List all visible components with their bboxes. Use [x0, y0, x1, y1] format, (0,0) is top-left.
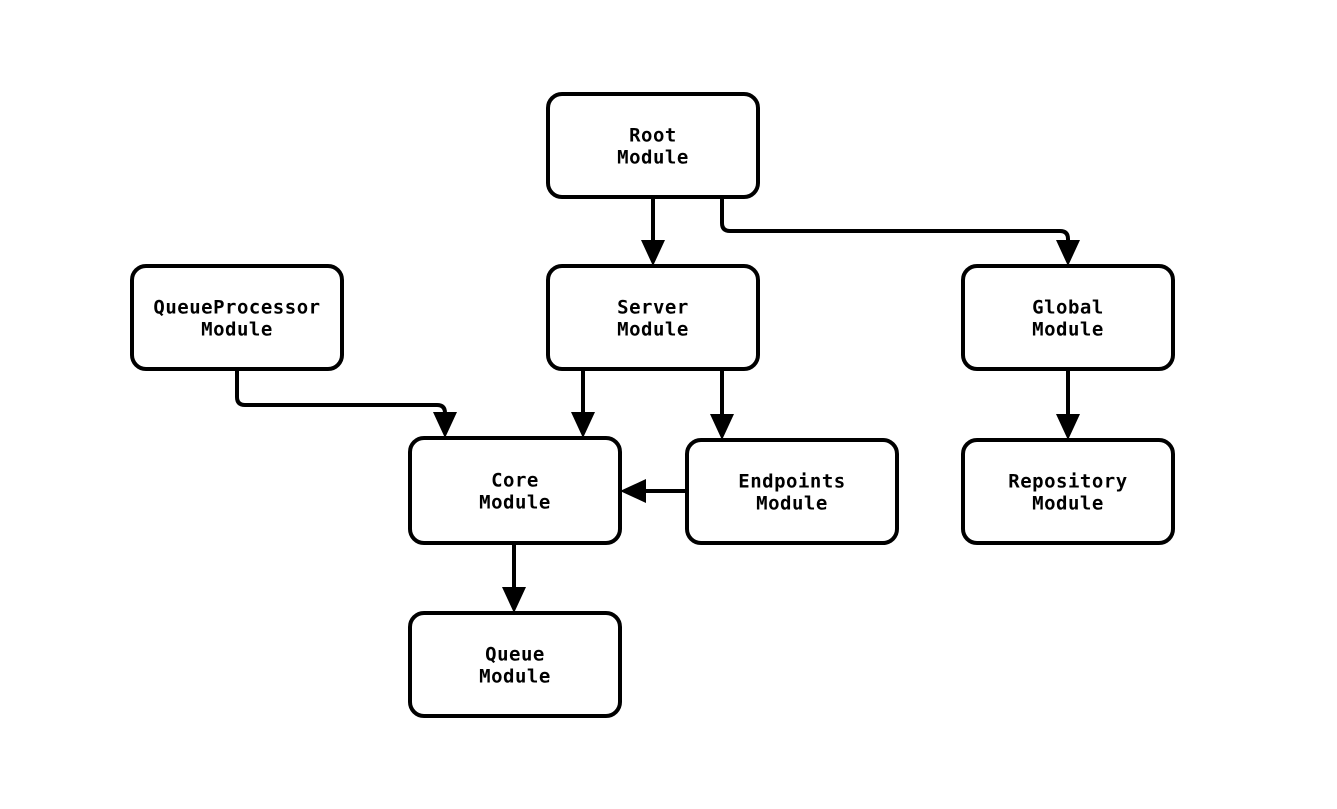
edges-layer — [235, 197, 1080, 613]
node-shape[interactable] — [130, 264, 344, 371]
node-label-line2: Module — [617, 319, 689, 341]
arrowhead-icon — [1056, 240, 1080, 266]
node-label-line1: Root — [629, 125, 677, 147]
node-shape[interactable] — [546, 92, 760, 199]
edge-server-to-endpoints — [710, 369, 734, 440]
node-label-line2: Module — [201, 319, 273, 341]
edge-root-to-server — [641, 197, 665, 266]
node-shape[interactable] — [961, 438, 1175, 545]
node-label-line2: Module — [756, 493, 828, 515]
node-label-line1: QueueProcessor — [153, 297, 320, 319]
node-shape[interactable] — [546, 264, 760, 371]
node-shape[interactable] — [408, 436, 622, 545]
node-queueprocessor-module[interactable]: QueueProcessor Module — [130, 264, 344, 371]
node-global-module[interactable]: Global Module — [961, 264, 1175, 371]
node-label-line2: Module — [1032, 493, 1104, 515]
edge-root-to-global — [720, 197, 1080, 266]
node-endpoints-module[interactable]: Endpoints Module — [685, 438, 899, 545]
node-core-module[interactable]: Core Module — [408, 436, 622, 545]
node-label-line1: Queue — [485, 644, 545, 666]
arrowhead-icon — [710, 414, 734, 440]
node-label-line1: Global — [1032, 297, 1104, 319]
arrowhead-icon — [620, 479, 646, 503]
node-label-line2: Module — [479, 666, 551, 688]
edge-line — [720, 197, 1070, 246]
edge-endpoints-to-core — [620, 479, 687, 503]
node-repository-module[interactable]: Repository Module — [961, 438, 1175, 545]
node-root-module[interactable]: Root Module — [546, 92, 760, 199]
arrowhead-icon — [1056, 414, 1080, 440]
node-label-line1: Server — [617, 297, 689, 319]
arrowhead-icon — [641, 240, 665, 266]
node-label-line2: Module — [1032, 319, 1104, 341]
node-label-line2: Module — [479, 492, 551, 514]
arrowhead-icon — [433, 412, 457, 438]
node-server-module[interactable]: Server Module — [546, 264, 760, 371]
edge-global-to-repository — [1056, 369, 1080, 440]
arrowhead-icon — [571, 412, 595, 438]
node-label-line1: Endpoints — [738, 471, 845, 493]
node-shape[interactable] — [685, 438, 899, 545]
node-shape[interactable] — [408, 611, 622, 718]
edge-queueprocessor-to-core — [235, 369, 457, 438]
node-label-line1: Repository — [1008, 471, 1127, 493]
edge-core-to-queue — [502, 543, 526, 613]
node-queue-module[interactable]: Queue Module — [408, 611, 622, 718]
edge-server-to-core — [571, 369, 595, 438]
arrowhead-icon — [502, 587, 526, 613]
node-label-line1: Core — [491, 470, 539, 492]
nodes-layer: Root Module QueueProcessor Module Server… — [130, 92, 1175, 718]
edge-line — [235, 369, 447, 419]
node-shape[interactable] — [961, 264, 1175, 371]
node-label-line2: Module — [617, 147, 689, 169]
